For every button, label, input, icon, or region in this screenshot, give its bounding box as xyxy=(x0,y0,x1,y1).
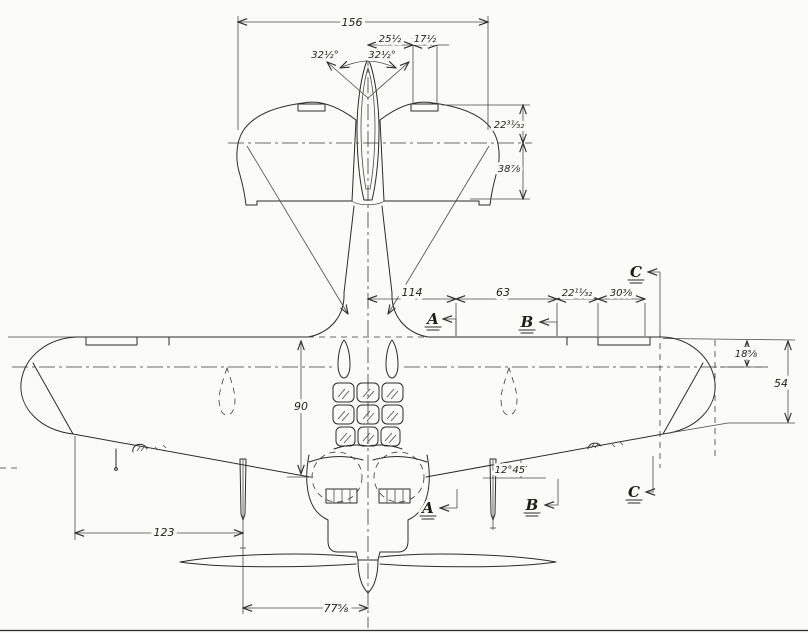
le-fairing-right xyxy=(587,442,602,450)
section-letter-underlines xyxy=(419,279,645,520)
fuselage-side-left xyxy=(307,205,355,338)
dim-54: 54 xyxy=(774,377,788,390)
fin-angle-left: 32½° xyxy=(311,49,338,61)
tip-cap-line-right xyxy=(662,362,704,435)
vertical-fin-outline xyxy=(356,57,380,201)
wingtip-left xyxy=(20,336,78,435)
fuselage-group xyxy=(179,339,557,594)
section-a-top: A xyxy=(425,310,439,328)
dim-63: 63 xyxy=(496,286,510,299)
fuselage-side-right xyxy=(381,205,429,338)
aileron-tab-right xyxy=(597,336,651,346)
leading-edge-right xyxy=(425,433,664,478)
canopy-rail-right xyxy=(385,339,399,379)
te-datum-ext-right xyxy=(662,338,796,341)
le-marks-left xyxy=(154,444,167,451)
section-b-top: B xyxy=(520,313,534,331)
dim-123: 123 xyxy=(154,526,175,539)
dim-114: 114 xyxy=(402,286,423,299)
elevator-tab-left xyxy=(297,103,326,112)
taper-leader-right xyxy=(388,145,490,314)
tail-group xyxy=(236,57,500,338)
control-horn-tip xyxy=(114,467,118,471)
sweep-angle: 12°45′ xyxy=(495,465,528,476)
dim-22-31-32: 22³¹⁄₃₂ xyxy=(494,120,524,131)
dimension-lines xyxy=(75,16,795,614)
cowl-flap-grid-left xyxy=(325,488,358,504)
dim-30-3-8: 30⅜ xyxy=(610,288,633,299)
section-markers xyxy=(419,272,661,520)
dim-77-5-8: 77⅝ xyxy=(324,602,349,615)
fin-angle-right: 32½° xyxy=(368,49,395,61)
gear-leg-left xyxy=(239,458,247,550)
wheel-well-right xyxy=(373,451,425,503)
taper-leader-left xyxy=(246,145,348,314)
section-a-bottom: A xyxy=(420,499,434,517)
leading-edge-left xyxy=(72,433,311,478)
spinner-collar xyxy=(355,551,381,561)
canopy-rail-left xyxy=(337,339,351,379)
tip-cap-line-left xyxy=(32,362,74,435)
forward-fuselage-left xyxy=(306,454,357,553)
propeller-blade-left xyxy=(179,553,357,568)
annotations: 156 25½ 17½ 32½° 32½° 22³¹⁄₃₂ 38⅞ 114 63… xyxy=(150,13,792,619)
root-fairing-left xyxy=(308,456,364,463)
centerlines xyxy=(0,50,768,628)
le-fairing-left xyxy=(132,443,148,453)
aileron-tab-left xyxy=(85,336,138,346)
dim-18-5-8: 18⅝ xyxy=(735,349,758,360)
le-fairing-left-hatch xyxy=(136,446,145,452)
stabilizer-left xyxy=(236,101,357,206)
dim-156: 156 xyxy=(342,16,363,29)
root-fairing-right xyxy=(372,456,428,463)
dim-25-1-2: 25½ xyxy=(379,33,402,45)
canopy-glazing xyxy=(332,382,404,450)
dim-17-1-2: 17½ xyxy=(414,33,437,45)
elevator-tab-right xyxy=(410,103,439,112)
wing-group xyxy=(8,336,796,478)
forward-fuselage-right xyxy=(379,454,430,553)
le-marks-right xyxy=(611,441,624,448)
propeller-blade-right xyxy=(379,553,557,568)
le-ext-right xyxy=(662,422,729,435)
wingtip-right xyxy=(662,336,716,435)
elevator-root-line xyxy=(351,200,385,206)
le-fairing-right-hatch xyxy=(590,443,599,449)
gear-leg-right xyxy=(489,458,497,530)
wheel-well-left xyxy=(311,451,363,503)
section-c-top: C xyxy=(630,263,642,281)
section-b-bottom: B xyxy=(525,496,539,514)
inspection-teardrop-left xyxy=(218,366,236,416)
rudder-inner-line xyxy=(360,66,376,190)
dim-90: 90 xyxy=(294,400,308,413)
dim-38-7-8: 38⅞ xyxy=(498,164,521,175)
inspection-teardrop-right xyxy=(500,366,518,416)
section-c-bottom: C xyxy=(628,483,640,501)
propeller-spinner xyxy=(357,559,379,594)
dim-22-11-32: 22¹¹⁄₃₂ xyxy=(562,288,592,299)
stabilizer-right xyxy=(379,101,500,206)
cowl-flap-grid-right xyxy=(378,488,411,504)
glass-hatching xyxy=(337,388,399,444)
